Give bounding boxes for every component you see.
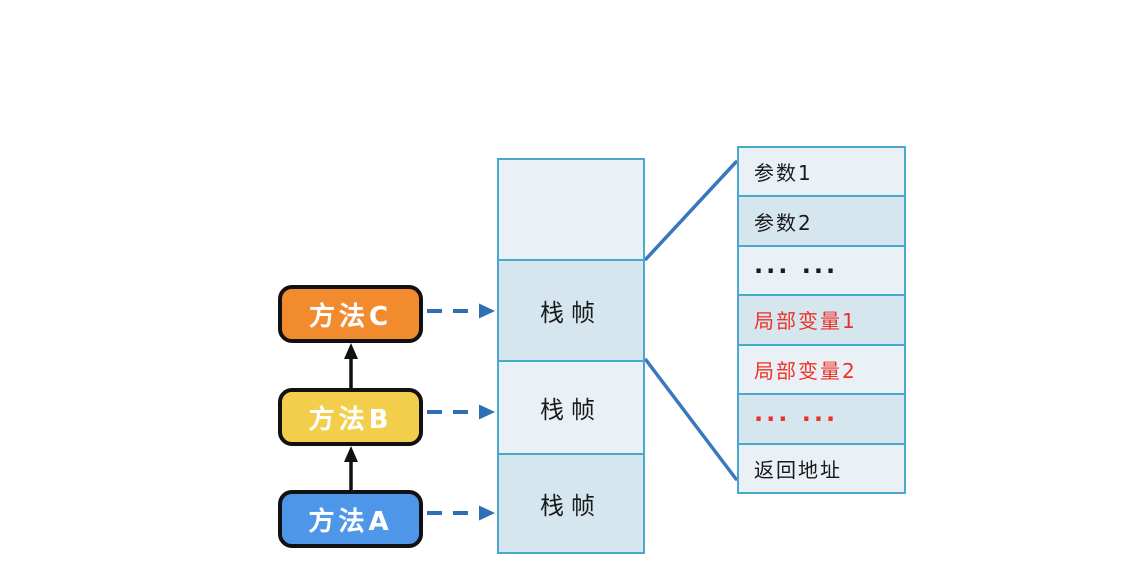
stack-cell-frame-b: 栈帧 xyxy=(499,359,643,453)
frame-row-ellipsis-locals: ··· ··· xyxy=(739,393,904,443)
method-box-b: 方法B xyxy=(278,388,423,446)
frame-detail-table: 参数1 参数2 ··· ··· 局部变量1 局部变量2 ··· ··· 返回地址 xyxy=(737,146,906,494)
frame-link-arrow-b xyxy=(427,404,495,420)
stack-cell-frame-c: 栈帧 xyxy=(499,258,643,360)
frame-link-arrow-a xyxy=(427,505,495,521)
stack-column: 栈帧 栈帧 栈帧 xyxy=(497,158,645,554)
method-box-c: 方法C xyxy=(278,285,423,343)
frame-link-arrow-c xyxy=(427,303,495,319)
call-arrow-a-to-b xyxy=(344,446,358,490)
zoom-line-top xyxy=(644,160,738,261)
zoom-line-bottom xyxy=(644,358,738,481)
stack-cell-frame-a: 栈帧 xyxy=(499,453,643,552)
frame-row-param-2: 参数2 xyxy=(739,195,904,245)
stack-cell-empty xyxy=(499,160,643,259)
frame-row-param-1: 参数1 xyxy=(739,148,904,196)
frame-row-ellipsis-params: ··· ··· xyxy=(739,244,904,295)
method-box-a: 方法A xyxy=(278,490,423,548)
frame-row-local-var-1: 局部变量1 xyxy=(739,294,904,344)
frame-row-return-address: 返回地址 xyxy=(739,442,904,492)
call-arrow-b-to-c xyxy=(344,343,358,388)
frame-row-local-var-2: 局部变量2 xyxy=(739,343,904,394)
